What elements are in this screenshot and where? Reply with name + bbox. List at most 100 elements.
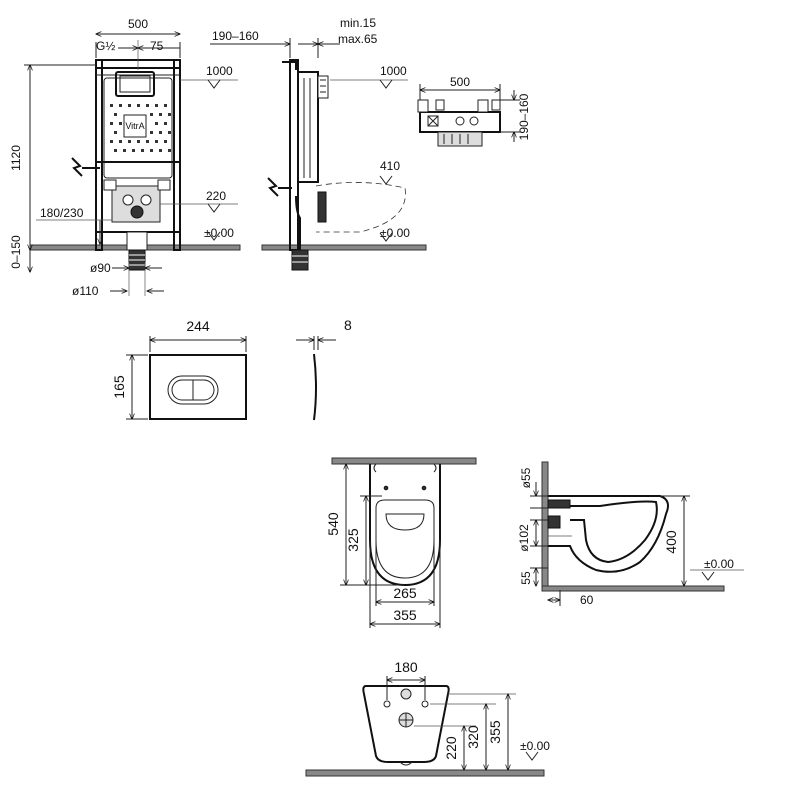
texture-dot xyxy=(164,104,167,107)
cistern-outline xyxy=(103,77,173,179)
texture-dot xyxy=(119,140,122,143)
dim-h320: 320 xyxy=(465,725,481,749)
texture-dot xyxy=(159,149,162,152)
texture-dot xyxy=(150,113,153,116)
texture-dot xyxy=(155,122,158,125)
side-electrical-icon xyxy=(267,177,279,197)
side-bowl-outline xyxy=(315,182,406,233)
bowl-top-view: 540 325 265 355 xyxy=(325,457,477,628)
bowl-top-opening xyxy=(385,513,425,531)
dim-max: max.65 xyxy=(338,32,378,46)
texture-dot xyxy=(119,104,122,107)
dim-bowl-outer-width: 355 xyxy=(393,607,417,623)
frame-post-left xyxy=(95,59,103,251)
side-actuator xyxy=(317,75,329,99)
bowl-back-view: 180 220 320 355 ±0.00 xyxy=(305,659,550,777)
fixing-hole-right xyxy=(421,700,429,708)
texture-dot xyxy=(119,122,122,125)
texture-dot xyxy=(110,140,113,143)
cistern-texture xyxy=(110,104,171,152)
dim-offset-75: 75 xyxy=(150,39,164,53)
side-bowl-level-zero: ±0.00 xyxy=(704,557,734,571)
dim-min: min.15 xyxy=(340,16,376,30)
texture-dot xyxy=(110,104,113,107)
texture-dot xyxy=(128,140,131,143)
texture-dot xyxy=(168,131,171,134)
level-zero: ±0.00 xyxy=(204,226,234,240)
texture-dot xyxy=(150,149,153,152)
level-1000: 1000 xyxy=(206,64,233,78)
dim-dia-110: ø110 xyxy=(72,284,99,298)
brand-plate xyxy=(123,114,147,138)
texture-dot xyxy=(168,113,171,116)
flush-inlet-back xyxy=(400,688,412,700)
level-220: 220 xyxy=(206,189,226,203)
texture-dot xyxy=(110,122,113,125)
fixing-hole-left xyxy=(383,700,391,708)
flush-plate-side xyxy=(313,353,317,421)
side-cistern xyxy=(298,71,319,183)
texture-dot xyxy=(137,140,140,143)
texture-dot xyxy=(137,104,140,107)
wall-side xyxy=(541,461,549,591)
dim-bowl-height: 400 xyxy=(663,530,679,554)
dim-top-width: 500 xyxy=(450,75,470,89)
frame-side-view: 190–160 min.15 max.65 1000 410 ±0.00 xyxy=(210,16,427,271)
dim-dia-55: ø55 xyxy=(519,467,533,488)
dim-plate-thickness: 8 xyxy=(344,317,352,333)
texture-dot xyxy=(132,149,135,152)
flush-plate xyxy=(149,354,247,420)
texture-dot xyxy=(123,149,126,152)
texture-dot xyxy=(168,149,171,152)
floor-line-side xyxy=(261,244,427,251)
dim-range-0-150: 0–150 xyxy=(9,235,23,269)
side-level-410: 410 xyxy=(380,159,400,173)
side-frame-post xyxy=(289,59,299,251)
dim-dia-90: ø90 xyxy=(90,261,111,275)
dim-h220: 220 xyxy=(443,736,459,760)
flush-opening xyxy=(115,71,155,97)
bowl-side-section: ø55 ø102 55 400 ±0.00 60 xyxy=(517,461,744,607)
dim-fixing-spacing: 180 xyxy=(394,659,418,675)
flush-plate-front-view: 244 165 xyxy=(111,318,247,420)
texture-dot xyxy=(150,131,153,134)
dim-bowl-inner: 325 xyxy=(345,528,361,552)
texture-dot xyxy=(159,113,162,116)
side-drain xyxy=(295,195,301,250)
dim-bowl-inner-width: 265 xyxy=(393,585,417,601)
dim-frame-height: 1120 xyxy=(9,145,23,171)
back-level-zero: ±0.00 xyxy=(520,739,550,753)
dim-g-half: G½ xyxy=(96,39,115,53)
texture-dot xyxy=(164,140,167,143)
texture-dot xyxy=(155,104,158,107)
frame-post-right xyxy=(173,59,181,251)
texture-dot xyxy=(141,149,144,152)
dim-top-depth: 190–160 xyxy=(517,93,531,140)
bowl-top-outline xyxy=(369,464,441,587)
dim-h355: 355 xyxy=(487,720,503,744)
dim-range-180-230: 180/230 xyxy=(40,206,84,220)
bowl-side-trap xyxy=(570,500,658,564)
drain-pipe xyxy=(126,231,148,251)
texture-dot xyxy=(114,149,117,152)
bowl-top-seat xyxy=(375,499,435,579)
side-level-1000: 1000 xyxy=(380,64,407,78)
dim-plate-width: 244 xyxy=(186,318,210,334)
frame-front-view: VitrA 500 G½ 75 1120 xyxy=(9,17,241,298)
dim-plate-height: 165 xyxy=(111,375,127,399)
dim-frame-width: 500 xyxy=(128,17,148,31)
flush-inlet xyxy=(547,499,571,509)
electrical-icon xyxy=(71,157,83,177)
dim-h55: 55 xyxy=(519,571,533,585)
texture-dot xyxy=(114,113,117,116)
dim-bowl-length: 540 xyxy=(325,512,341,536)
bowl-back-outline xyxy=(362,685,450,763)
bowl-side-outline xyxy=(548,495,669,573)
wall-top xyxy=(331,457,477,465)
texture-dot xyxy=(146,140,149,143)
texture-dot xyxy=(164,122,167,125)
frame-top-view: 500 190–160 xyxy=(417,75,531,147)
texture-dot xyxy=(114,131,117,134)
dim-d60: 60 xyxy=(580,593,594,607)
